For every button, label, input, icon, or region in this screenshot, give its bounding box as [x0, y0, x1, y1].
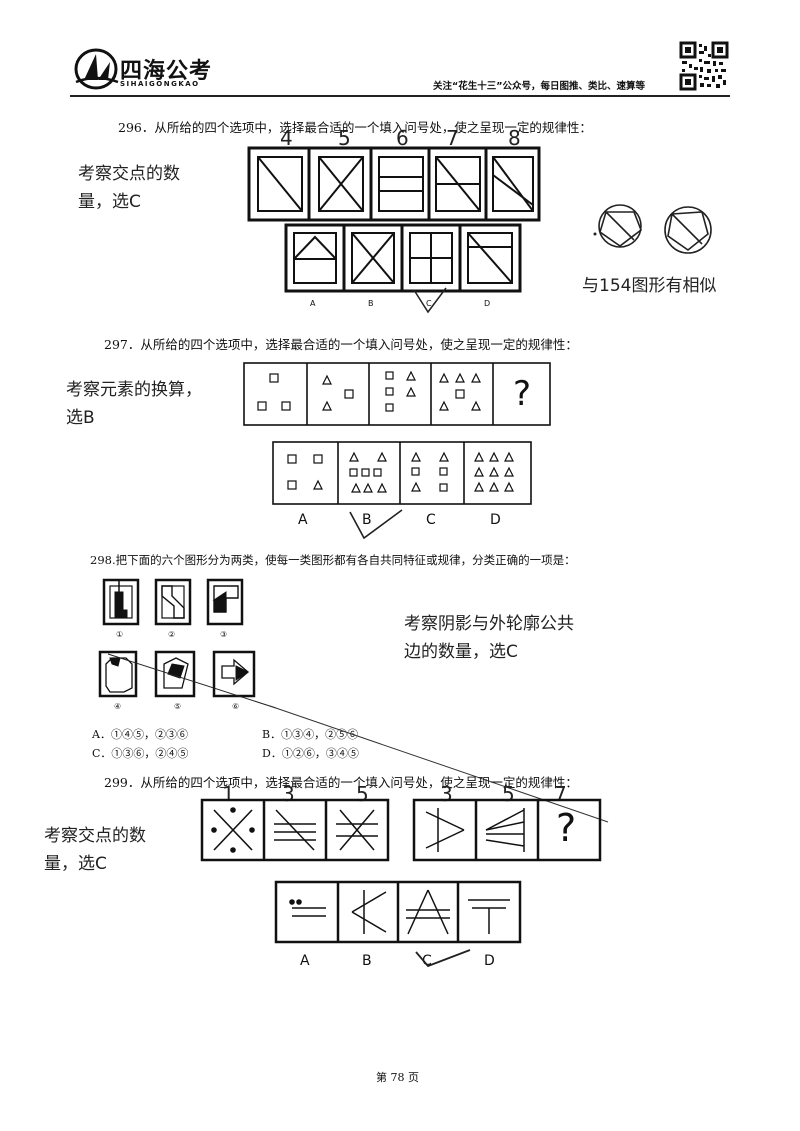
qr-code-icon: [679, 41, 729, 91]
q296-side-note: 与154图形有相似: [582, 276, 717, 296]
q298-choice-d[interactable]: D．①②⑥，③④⑤: [262, 747, 359, 760]
q298-figures-row2: [98, 650, 277, 709]
pen-stroke-diagonal: [269, 705, 609, 823]
q297-question: 297．从所给的四个选项中，选择最合适的一个填入问号处，使之呈现一定的规律性：: [104, 337, 578, 352]
q296-count-2: 5: [338, 126, 351, 150]
q299-option-b[interactable]: B: [362, 953, 372, 969]
q299-note-line2: 量，选C: [44, 854, 107, 874]
q296-note-line2: 量，选C: [78, 192, 141, 212]
q296-option-b[interactable]: B: [368, 299, 374, 308]
header-divider: [70, 95, 730, 97]
header-slogan: 关注“花生十三”公众号，每日图推、类比、速算等: [433, 81, 645, 92]
q296-note: 考察交点的数 量，选C: [78, 160, 180, 216]
page-number: 第 78 页: [376, 1071, 419, 1084]
q297-note-line1: 考察元素的换算，: [66, 380, 202, 400]
q298-choice-a[interactable]: A．①④⑤，②③⑥: [92, 728, 188, 741]
q298-fig6-label: ⑥: [232, 702, 240, 711]
header: 四海公考 SIHAIGONGKAO 关注“花生十三”公众号，每日图推、类比、速算…: [0, 0, 800, 100]
q297-option-figures: [272, 441, 532, 505]
q296-count-5: 8: [508, 126, 521, 150]
q297-option-a[interactable]: A: [298, 512, 308, 528]
q298-fig2-label: ②: [168, 630, 176, 639]
q299-question-figures: [200, 798, 602, 862]
q296-question: 296．从所给的四个选项中，选择最合适的一个填入问号处，使之呈现一定的规律性：: [118, 120, 592, 135]
q298-fig3-label: ③: [220, 630, 228, 639]
q299-check-mark-icon: [415, 949, 471, 968]
q298-figures-row1: [102, 578, 244, 626]
q299-option-figures: [274, 880, 522, 944]
q298-note: 考察阴影与外轮廓公共 边的数量，选C: [404, 610, 574, 666]
q298-choice-c[interactable]: C．①③⑥，②④⑤: [92, 747, 189, 760]
q297-option-c[interactable]: C: [426, 512, 436, 528]
q296-option-figures: [284, 223, 522, 293]
q296-note-line1: 考察交点的数: [78, 164, 180, 184]
q299-option-a[interactable]: A: [300, 953, 310, 969]
q296-option-d[interactable]: D: [484, 299, 491, 308]
q296-count-3: 6: [396, 126, 409, 150]
q299-note: 考察交点的数 量，选C: [44, 822, 146, 878]
q297-note-line2: 选B: [66, 408, 95, 428]
q298-fig4-label: ④: [114, 702, 122, 711]
q296-option-a[interactable]: A: [310, 299, 316, 308]
q299-question-mark: ?: [556, 806, 577, 850]
logo-subtext: SIHAIGONGKAO: [120, 80, 200, 88]
logo-text: 四海公考: [120, 59, 213, 84]
q296-side-sketch: [593, 204, 712, 254]
q299-question: 299．从所给的四个选项中，选择最合适的一个填入问号处，使之呈现一定的规律性：: [104, 775, 578, 790]
q299-option-c[interactable]: C: [422, 953, 432, 969]
q297-question-mark: ?: [513, 374, 532, 414]
q296-count-1: 4: [280, 126, 293, 150]
q297-question-figures: [243, 362, 551, 426]
q297-option-b[interactable]: B: [362, 512, 372, 528]
q299-option-d[interactable]: D: [484, 953, 495, 969]
q296-option-c[interactable]: C: [426, 299, 432, 308]
q296-check-mark-icon: [413, 287, 447, 314]
q298-note-line1: 考察阴影与外轮廓公共: [404, 614, 574, 634]
logo-mark-icon: [74, 48, 119, 90]
q297-note: 考察元素的换算， 选B: [66, 376, 202, 432]
q298-fig1-label: ①: [116, 630, 124, 639]
q299-note-line1: 考察交点的数: [44, 826, 146, 846]
q298-fig5-label: ⑤: [174, 702, 182, 711]
q296-question-figures: [247, 146, 541, 222]
q296-count-4: 7: [446, 126, 459, 150]
q297-option-d[interactable]: D: [490, 512, 501, 528]
q298-choice-b[interactable]: B．①③④，②⑤⑥: [262, 728, 359, 741]
q297-check-mark-icon: [349, 509, 403, 540]
q298-question: 298.把下面的六个图形分为两类，使每一类图形都有各自共同特征或规律，分类正确的…: [90, 553, 576, 567]
q298-note-line2: 边的数量，选C: [404, 642, 518, 662]
